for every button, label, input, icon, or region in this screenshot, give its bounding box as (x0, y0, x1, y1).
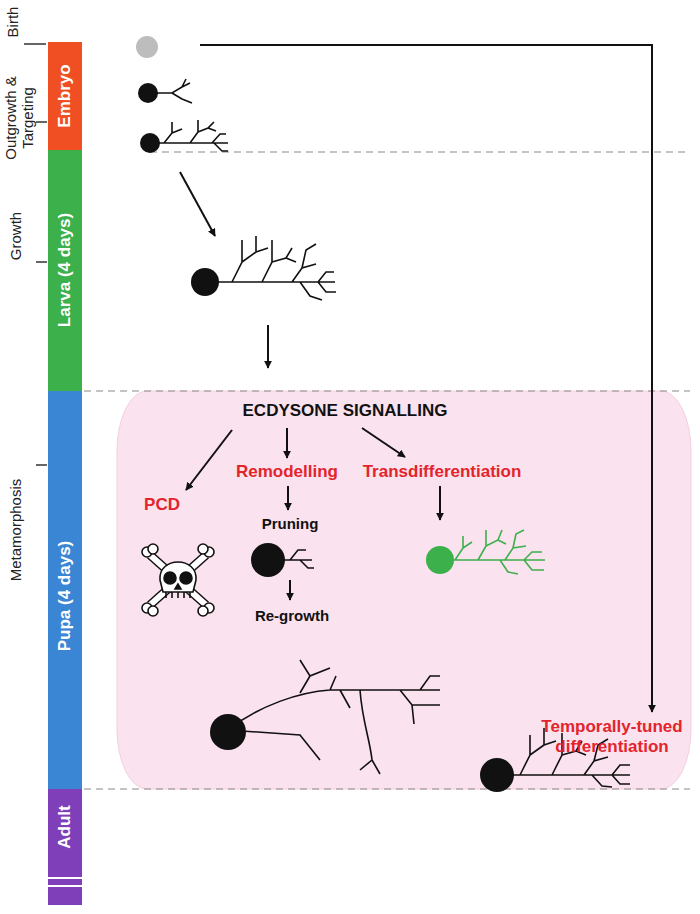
timeline-tick (24, 43, 46, 45)
larva-neuron (205, 236, 336, 300)
fate-label: Temporally-tuned differentiation (532, 717, 692, 756)
flow-arrow (267, 325, 269, 368)
stage-phase: Outgrowth & Targeting (2, 76, 37, 160)
stage-name: Larva (4 days) (55, 213, 75, 327)
flow-arrow (362, 428, 405, 457)
fate-label: Remodelling (236, 462, 338, 482)
skull-icon (198, 544, 208, 554)
timeline-tick (36, 261, 47, 263)
transdifferentiated-neuron (440, 530, 545, 574)
stage-bar: Adult (48, 789, 82, 905)
step-label: Pruning (262, 515, 319, 532)
skull-icon (164, 572, 176, 584)
timeline-tick (36, 121, 47, 123)
stage-divider (84, 152, 690, 789)
stage-name: Pupa (4 days) (55, 541, 75, 652)
skull-icon (150, 555, 206, 605)
skull-icon (148, 606, 158, 616)
fate-label: Transdifferentiation (363, 462, 522, 482)
regrown-neuron (210, 714, 246, 750)
regrown-neuron (228, 660, 440, 774)
stage-divider (84, 788, 690, 789)
embryo-neuron (150, 120, 228, 151)
stage-divider (150, 151, 690, 152)
adult-neuron (497, 728, 630, 787)
stage-phase: Growth (7, 212, 24, 260)
flow-arrow (286, 428, 288, 458)
skull-icon (175, 584, 181, 589)
transdifferentiated-neuron (426, 546, 454, 574)
adult-neuron (480, 758, 514, 792)
skull-icon (142, 544, 214, 616)
flow-arrow (186, 430, 232, 490)
break-mark (48, 877, 82, 879)
stage-phase: Birth (4, 7, 21, 38)
flow-arrow (180, 172, 215, 236)
flow-arrow (287, 486, 289, 510)
skull-icon (160, 562, 196, 592)
stage-name: Embryo (55, 64, 75, 127)
stage-divider (84, 390, 690, 391)
stage-phase: Metamorphosis (7, 479, 24, 582)
skull-icon (180, 572, 192, 584)
skull-icon (148, 544, 158, 554)
flow-arrow (289, 580, 291, 600)
skull-icon (150, 555, 206, 605)
break-mark (48, 885, 82, 887)
regrown-neuron (228, 660, 440, 774)
stage-bar: Embryo (48, 42, 82, 150)
newborn-neuron (136, 36, 158, 58)
signal-heading: ECDYSONE SIGNALLING (243, 401, 448, 421)
embryo-neuron (148, 79, 228, 151)
larva-neuron (205, 236, 336, 300)
embryo-neuron (138, 83, 158, 103)
metamorphosis-region (117, 391, 691, 789)
flow-arrow (439, 486, 441, 520)
step-label: Re-growth (255, 607, 329, 624)
skull-icon (166, 592, 190, 598)
transdifferentiated-neuron (440, 530, 545, 574)
stage-name: Adult (55, 805, 75, 848)
stage-bar: Larva (4 days) (48, 150, 82, 391)
larva-neuron (191, 268, 219, 296)
skull-icon (198, 606, 208, 616)
flow-arrow (200, 45, 652, 712)
timeline-tick (36, 464, 47, 466)
adult-neuron (497, 728, 630, 787)
embryo-neuron (140, 133, 160, 153)
stage-bar: Pupa (4 days) (48, 391, 82, 789)
fate-label: PCD (144, 495, 180, 515)
flow-arrow (180, 45, 652, 712)
pruned-neuron (251, 543, 285, 577)
